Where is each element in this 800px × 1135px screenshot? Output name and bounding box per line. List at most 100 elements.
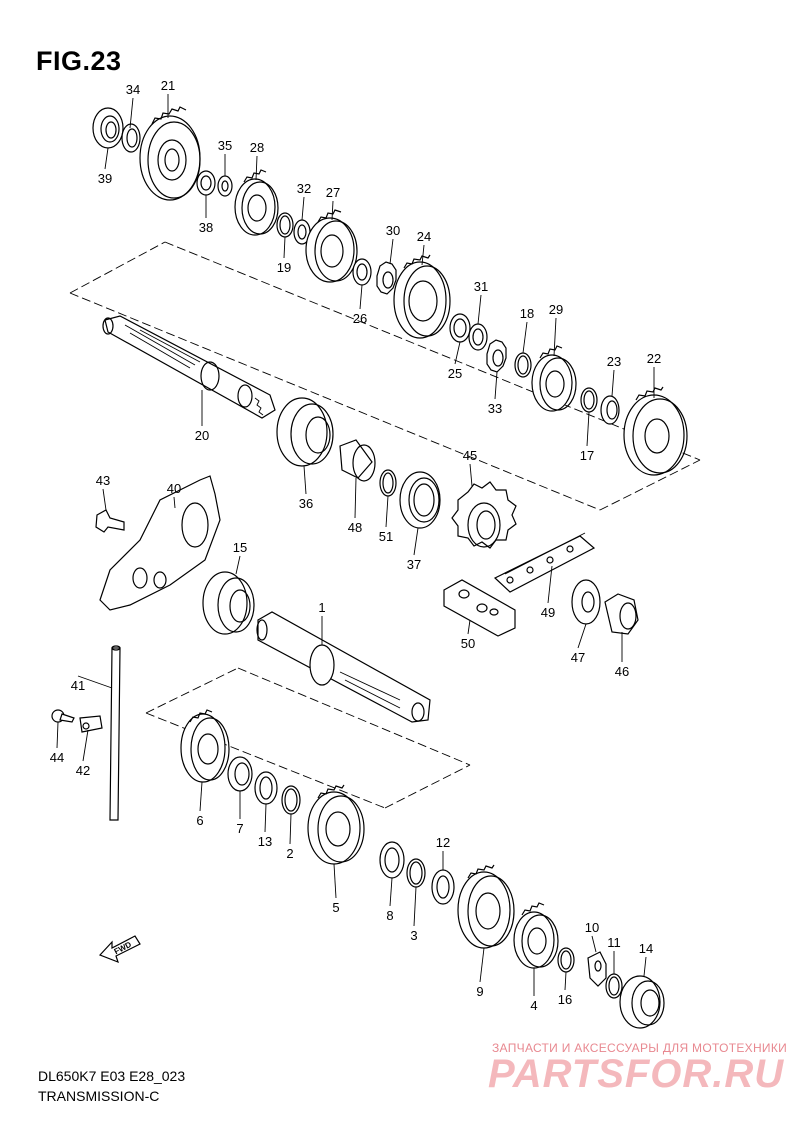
part-17-circlip[interactable] xyxy=(580,387,598,413)
part-number-38[interactable]: 38 xyxy=(199,220,213,235)
part-2-circlip[interactable] xyxy=(281,785,301,815)
part-20-countershaft[interactable] xyxy=(102,315,276,419)
part-number-15[interactable]: 15 xyxy=(233,540,247,555)
part-number-13[interactable]: 13 xyxy=(258,834,272,849)
part-16-circlip[interactable] xyxy=(557,947,575,973)
part-4-gear[interactable] xyxy=(513,902,559,969)
part-46-nut[interactable] xyxy=(604,593,639,635)
part-44-screw[interactable] xyxy=(51,709,75,723)
part-18-circlip[interactable] xyxy=(514,352,532,378)
part-number-18[interactable]: 18 xyxy=(520,306,534,321)
part-number-10[interactable]: 10 xyxy=(585,920,599,935)
part-number-5[interactable]: 5 xyxy=(332,900,339,915)
part-number-28[interactable]: 28 xyxy=(250,140,264,155)
part-number-20[interactable]: 20 xyxy=(195,428,209,443)
part-9-gear[interactable] xyxy=(457,864,515,949)
part-45-sprocket[interactable] xyxy=(451,481,517,549)
part-38-bushing[interactable] xyxy=(196,170,216,196)
part-24-gear[interactable] xyxy=(393,254,451,339)
part-number-43[interactable]: 43 xyxy=(96,473,110,488)
part-26-bearing[interactable] xyxy=(352,258,372,286)
part-number-50[interactable]: 50 xyxy=(461,636,475,651)
part-number-22[interactable]: 22 xyxy=(647,351,661,366)
part-number-48[interactable]: 48 xyxy=(348,520,362,535)
part-number-35[interactable]: 35 xyxy=(218,138,232,153)
part-7-bushing[interactable] xyxy=(227,756,253,792)
part-49-chain[interactable] xyxy=(493,532,596,593)
part-13-washer[interactable] xyxy=(254,771,278,805)
part-51-oring[interactable] xyxy=(379,469,397,497)
part-number-14[interactable]: 14 xyxy=(639,941,653,956)
part-number-2[interactable]: 2 xyxy=(286,846,293,861)
part-number-19[interactable]: 19 xyxy=(277,260,291,275)
part-number-45[interactable]: 45 xyxy=(463,448,477,463)
part-31-washer[interactable] xyxy=(468,323,488,351)
part-number-32[interactable]: 32 xyxy=(297,181,311,196)
part-42-clamp[interactable] xyxy=(79,715,103,733)
part-number-3[interactable]: 3 xyxy=(410,928,417,943)
part-22-gear[interactable] xyxy=(623,386,688,476)
part-23-washer[interactable] xyxy=(600,395,620,425)
part-number-12[interactable]: 12 xyxy=(436,835,450,850)
part-19-circlip[interactable] xyxy=(276,212,294,238)
part-number-34[interactable]: 34 xyxy=(126,82,140,97)
part-number-30[interactable]: 30 xyxy=(386,223,400,238)
part-number-17[interactable]: 17 xyxy=(580,448,594,463)
part-5-gear[interactable] xyxy=(307,784,365,865)
part-number-24[interactable]: 24 xyxy=(417,229,431,244)
part-1-driveshaft[interactable] xyxy=(256,611,431,723)
part-number-29[interactable]: 29 xyxy=(549,302,563,317)
part-15-bearing[interactable] xyxy=(202,571,255,635)
part-12-washer[interactable] xyxy=(431,869,455,905)
part-number-11[interactable]: 11 xyxy=(607,935,621,950)
part-number-27[interactable]: 27 xyxy=(326,185,340,200)
part-35-washer[interactable] xyxy=(217,175,233,197)
part-27-gear[interactable] xyxy=(305,209,358,283)
part-43-bolt[interactable] xyxy=(95,509,125,533)
part-number-1[interactable]: 1 xyxy=(318,600,325,615)
part-number-42[interactable]: 42 xyxy=(76,763,90,778)
part-number-26[interactable]: 26 xyxy=(353,311,367,326)
part-50-joint-plate[interactable] xyxy=(443,579,516,637)
part-number-21[interactable]: 21 xyxy=(161,78,175,93)
part-28-gear[interactable] xyxy=(234,169,279,236)
part-21-gear[interactable] xyxy=(139,106,201,201)
part-25-bearing[interactable] xyxy=(449,313,471,343)
part-40-bracket[interactable] xyxy=(99,475,221,611)
part-number-33[interactable]: 33 xyxy=(488,401,502,416)
part-41-rod[interactable] xyxy=(109,645,121,821)
part-number-25[interactable]: 25 xyxy=(448,366,462,381)
part-37-oilseal[interactable] xyxy=(399,471,441,529)
part-34-washer[interactable] xyxy=(121,123,141,153)
part-number-51[interactable]: 51 xyxy=(379,529,393,544)
part-11-oring[interactable] xyxy=(605,973,623,999)
part-14-bearing[interactable] xyxy=(619,975,665,1029)
part-number-49[interactable]: 49 xyxy=(541,605,555,620)
part-number-31[interactable]: 31 xyxy=(474,279,488,294)
part-48-collar[interactable] xyxy=(339,439,376,482)
part-number-7[interactable]: 7 xyxy=(236,821,243,836)
part-8-bushing[interactable] xyxy=(379,841,405,879)
part-number-39[interactable]: 39 xyxy=(98,171,112,186)
part-number-37[interactable]: 37 xyxy=(407,557,421,572)
part-number-47[interactable]: 47 xyxy=(571,650,585,665)
part-30-washer[interactable] xyxy=(376,261,397,295)
part-number-16[interactable]: 16 xyxy=(558,992,572,1007)
part-47-lockwasher[interactable] xyxy=(571,579,601,625)
part-number-40[interactable]: 40 xyxy=(167,481,181,496)
part-number-23[interactable]: 23 xyxy=(607,354,621,369)
part-39-bearing[interactable] xyxy=(92,107,124,149)
part-29-gear[interactable] xyxy=(531,345,577,412)
part-number-6[interactable]: 6 xyxy=(196,813,203,828)
part-number-4[interactable]: 4 xyxy=(530,998,537,1013)
part-3-circlip[interactable] xyxy=(406,858,426,888)
part-number-9[interactable]: 9 xyxy=(476,984,483,999)
part-33-washer[interactable] xyxy=(486,339,507,373)
part-number-8[interactable]: 8 xyxy=(386,908,393,923)
part-number-46[interactable]: 46 xyxy=(615,664,629,679)
part-6-gear[interactable] xyxy=(180,709,230,783)
part-number-41[interactable]: 41 xyxy=(71,678,85,693)
part-36-bearing[interactable] xyxy=(276,397,334,467)
part-number-44[interactable]: 44 xyxy=(50,750,64,765)
part-number-36[interactable]: 36 xyxy=(299,496,313,511)
